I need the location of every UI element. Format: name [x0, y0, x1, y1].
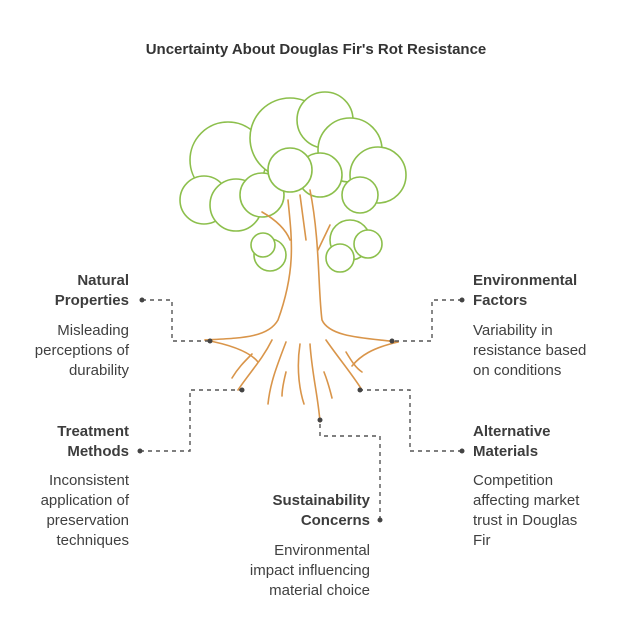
heading-line: Factors — [473, 292, 528, 309]
desc-line: Environmental — [274, 542, 370, 559]
heading-line: Treatment — [57, 423, 129, 440]
desc-line: impact influencing — [249, 562, 370, 579]
desc-line: material choice — [269, 582, 370, 599]
desc-line: preservation — [46, 512, 129, 529]
connectors — [140, 299, 462, 520]
heading-line: Materials — [473, 443, 539, 460]
treatment-methods-description: Inconsistent application of preservation… — [0, 471, 129, 551]
heading-line: Natural — [77, 272, 129, 289]
desc-line: Variability in — [473, 322, 553, 339]
alternative-materials-description: Competition affecting market trust in Do… — [473, 471, 632, 551]
heading-line: Environmental — [473, 272, 578, 289]
desc-line: Fir — [473, 532, 491, 549]
natural-properties-heading: Natural Properties — [0, 271, 129, 311]
desc-line: trust in Douglas — [473, 512, 578, 529]
desc-line: techniques — [56, 532, 129, 549]
desc-line: perceptions of — [34, 342, 129, 359]
desc-line: Competition — [473, 472, 554, 489]
tree-foliage — [179, 91, 407, 273]
sustainability-concerns-description: Environmental impact influencing materia… — [210, 541, 370, 601]
alternative-materials-heading: Alternative Materials — [473, 422, 632, 462]
page-title: Uncertainty About Douglas Fir's Rot Resi… — [145, 41, 487, 58]
desc-line: affecting market — [473, 492, 580, 509]
environmental-factors-description: Variability in resistance based on condi… — [473, 321, 632, 381]
desc-line: durability — [68, 362, 129, 379]
desc-line: resistance based — [473, 342, 587, 359]
heading-line: Concerns — [300, 512, 370, 529]
treatment-methods-heading: Treatment Methods — [0, 422, 129, 462]
heading-line: Alternative — [473, 423, 551, 440]
heading-line: Properties — [54, 292, 129, 309]
natural-properties-description: Misleading perceptions of durability — [0, 321, 129, 381]
heading-line: Sustainability — [272, 492, 370, 509]
desc-line: on conditions — [473, 362, 562, 379]
desc-line: Misleading — [57, 322, 129, 339]
tree-trunk-roots — [204, 189, 399, 423]
heading-line: Methods — [67, 443, 129, 460]
sustainability-concerns-heading: Sustainability Concerns — [210, 491, 370, 531]
connector-dots — [137, 297, 465, 523]
desc-line: application of — [40, 492, 129, 509]
desc-line: Inconsistent — [48, 472, 129, 489]
environmental-factors-heading: Environmental Factors — [473, 271, 632, 311]
